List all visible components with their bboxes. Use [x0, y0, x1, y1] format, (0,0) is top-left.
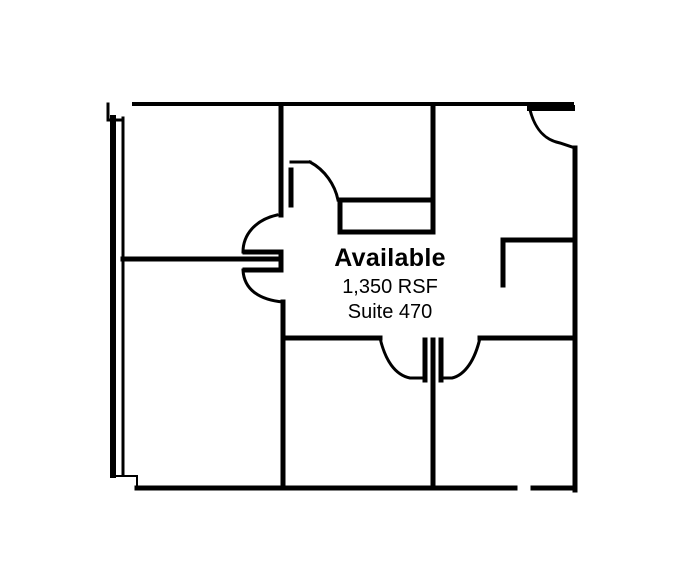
exterior-walls [106, 102, 578, 493]
door-swing-top-right [528, 108, 577, 150]
area-label: 1,350 RSF [342, 276, 438, 298]
availability-label: Available [334, 244, 446, 272]
suite-label: Suite 470 [347, 301, 433, 323]
interior-walls [120, 103, 578, 491]
